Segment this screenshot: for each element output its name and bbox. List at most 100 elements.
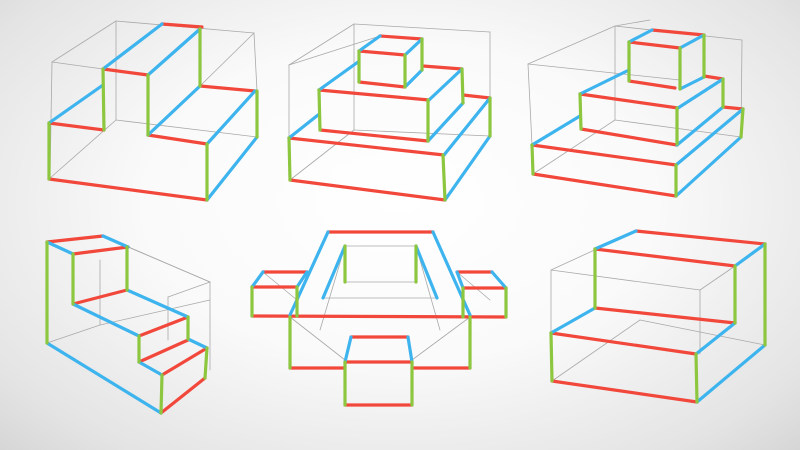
horizontal-edge bbox=[71, 288, 129, 306]
construction-line bbox=[51, 61, 104, 70]
depth-edge bbox=[403, 68, 424, 89]
construction-line bbox=[253, 32, 258, 92]
construction-line bbox=[288, 23, 355, 66]
depth-edge bbox=[694, 321, 737, 356]
horizontal-edge bbox=[593, 306, 737, 325]
horizontal-edge bbox=[650, 28, 706, 37]
construction-line bbox=[527, 63, 533, 146]
depth-edge bbox=[357, 34, 382, 53]
horizontal-edge bbox=[627, 40, 682, 50]
construction-line bbox=[353, 23, 491, 33]
vertical-edge bbox=[530, 143, 535, 176]
vertical-edge bbox=[159, 373, 164, 415]
depth-edge bbox=[101, 234, 130, 249]
horizontal-edge bbox=[45, 234, 105, 244]
construction-line bbox=[99, 299, 211, 326]
vertical-edge bbox=[203, 346, 209, 380]
vertical-edge bbox=[287, 136, 292, 182]
horizontal-edge bbox=[47, 121, 106, 132]
horizontal-edge bbox=[287, 136, 446, 157]
horizontal-edge bbox=[627, 79, 677, 90]
depth-edge bbox=[205, 135, 259, 202]
depth-edge bbox=[403, 37, 424, 57]
depth-edge bbox=[45, 341, 163, 415]
depth-edge bbox=[71, 302, 141, 338]
horizontal-edge bbox=[318, 128, 430, 143]
depth-edge bbox=[443, 134, 492, 202]
depth-edge bbox=[733, 242, 767, 268]
depth-edge bbox=[101, 22, 164, 71]
construction-line bbox=[456, 271, 491, 301]
vertical-edge bbox=[694, 352, 699, 404]
depth-edge bbox=[427, 67, 464, 102]
depth-edge bbox=[137, 360, 164, 377]
depth-edge bbox=[205, 89, 257, 146]
construction-line bbox=[288, 35, 381, 66]
figure-three-tier-pyramid bbox=[287, 23, 492, 202]
construction-line bbox=[199, 32, 255, 87]
depth-edge bbox=[578, 68, 631, 96]
construction-line bbox=[639, 319, 766, 346]
construction-line bbox=[527, 63, 681, 81]
depth-edge bbox=[426, 101, 465, 143]
construction-line bbox=[127, 246, 211, 283]
horizontal-edge bbox=[47, 177, 209, 202]
depth-edge bbox=[627, 28, 654, 44]
horizontal-edge bbox=[634, 229, 767, 246]
horizontal-edge bbox=[137, 315, 190, 338]
depth-edge bbox=[406, 335, 414, 364]
depth-edge bbox=[442, 96, 492, 157]
depth-edge bbox=[146, 27, 202, 77]
construction-line bbox=[550, 269, 701, 291]
horizontal-edge bbox=[357, 49, 407, 57]
vertical-edge bbox=[101, 67, 106, 132]
depth-edge bbox=[317, 60, 360, 92]
vertical-edge bbox=[549, 331, 554, 383]
horizontal-edge bbox=[550, 379, 699, 404]
horizontal-edge bbox=[159, 376, 207, 415]
depth-edge bbox=[695, 343, 767, 404]
figure-three-tier-offset-pyramid bbox=[527, 19, 745, 198]
depth-edge bbox=[295, 270, 309, 289]
horizontal-edge bbox=[702, 74, 725, 81]
construction-line bbox=[289, 129, 355, 181]
construction-line bbox=[614, 19, 651, 27]
horizontal-edge bbox=[421, 64, 464, 71]
horizontal-edge bbox=[357, 80, 407, 89]
depth-edge bbox=[674, 135, 743, 198]
horizontal-edge bbox=[146, 133, 209, 146]
construction-line bbox=[353, 129, 491, 137]
horizontal-edge bbox=[288, 178, 447, 202]
horizontal-edge bbox=[378, 34, 424, 41]
construction-line bbox=[115, 119, 258, 138]
vertical-edge bbox=[578, 92, 583, 131]
construction-line bbox=[51, 20, 117, 63]
figure-two-step-block bbox=[549, 229, 767, 404]
depth-edge bbox=[593, 229, 638, 251]
horizontal-edge bbox=[721, 105, 745, 111]
horizontal-edge bbox=[71, 245, 130, 256]
depth-edge bbox=[675, 105, 725, 147]
vertical-edge bbox=[441, 153, 447, 202]
depth-edge bbox=[678, 75, 706, 91]
horizontal-edge bbox=[160, 346, 209, 377]
depth-edge bbox=[186, 337, 209, 350]
depth-edge bbox=[490, 270, 508, 290]
construction-line bbox=[699, 265, 736, 291]
depth-edge bbox=[47, 83, 105, 125]
horizontal-edge bbox=[531, 172, 678, 198]
depth-edge bbox=[455, 270, 465, 290]
figure-side-staircase bbox=[45, 234, 211, 415]
horizontal-edge bbox=[137, 338, 190, 364]
horizontal-edge bbox=[530, 143, 678, 167]
construction-line bbox=[527, 25, 616, 65]
depth-edge bbox=[45, 240, 75, 256]
horizontal-edge bbox=[579, 127, 679, 147]
horizontal-edge bbox=[160, 22, 204, 29]
horizontal-edge bbox=[317, 88, 431, 102]
depth-edge bbox=[343, 335, 353, 364]
depth-edge bbox=[321, 244, 347, 300]
vertical-edge bbox=[460, 67, 465, 105]
horizontal-edge bbox=[101, 67, 150, 77]
